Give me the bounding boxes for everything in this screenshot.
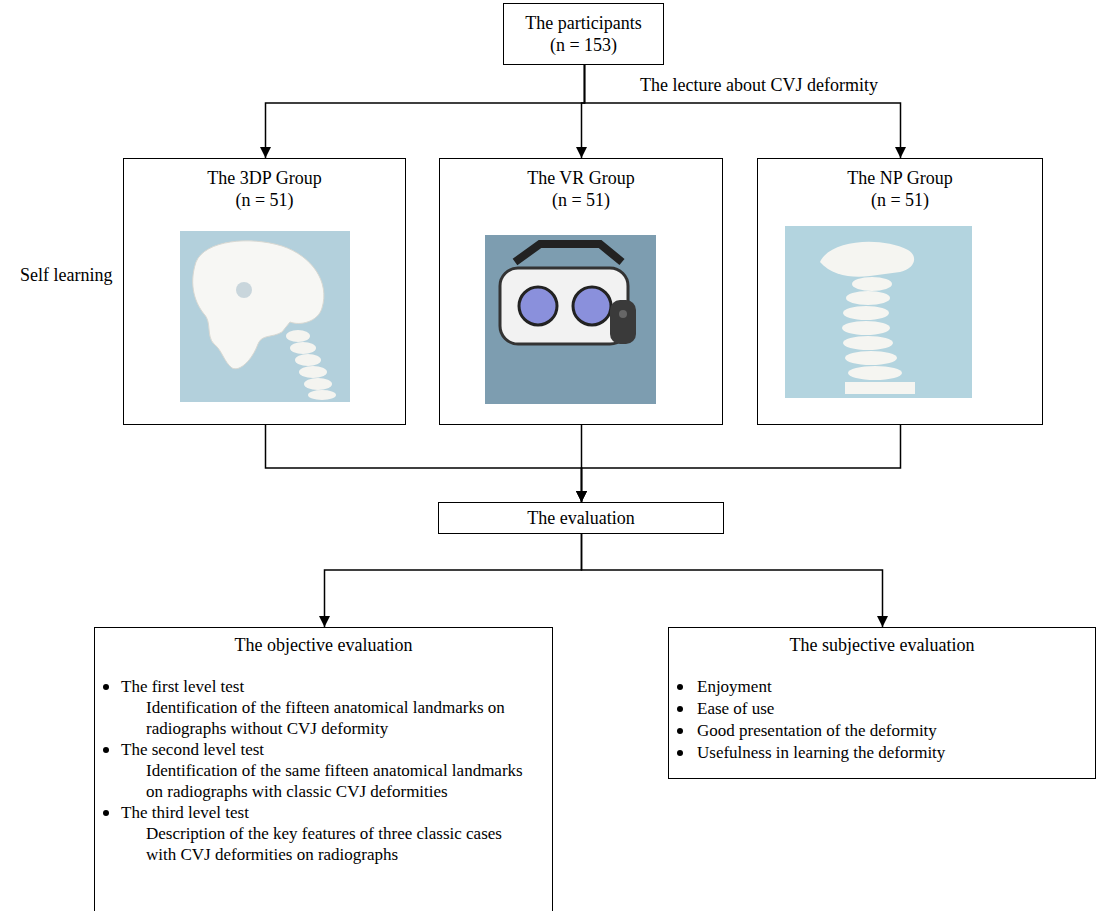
- bullet-dot: [103, 747, 109, 753]
- annotation-label: Self learning: [20, 264, 112, 286]
- box-label: (n = 153): [504, 34, 663, 56]
- flow-arrow: [266, 65, 585, 158]
- bullet-dot: [103, 684, 109, 690]
- list-item: Ease of use: [697, 698, 1095, 720]
- list-item: Enjoyment: [697, 676, 1095, 698]
- bullet-dot: [103, 810, 109, 816]
- box-label: The evaluation: [439, 507, 723, 529]
- box-label: (n = 51): [124, 189, 405, 211]
- box-label: (n = 51): [758, 189, 1042, 211]
- item-description: Description of the key features of three…: [146, 823, 536, 865]
- flow-arrow: [582, 534, 883, 627]
- group-box: The VR Group(n = 51): [439, 158, 723, 425]
- box-label: The NP Group: [758, 167, 1042, 189]
- bullet-dot: [677, 750, 683, 756]
- process-box: The evaluation: [438, 502, 724, 534]
- skull-model-photo: [180, 231, 350, 402]
- annotation-label: The lecture about CVJ deformity: [640, 74, 878, 96]
- flow-arrow: [325, 534, 582, 627]
- flow-arrow: [266, 425, 582, 502]
- box-label: (n = 51): [440, 189, 722, 211]
- bullet-dot: [677, 728, 683, 734]
- item-description: Identification of the same fifteen anato…: [146, 760, 536, 802]
- bullet-dot: [677, 684, 683, 690]
- spine-model-photo: [785, 226, 972, 398]
- list-item: The third level test: [121, 802, 552, 823]
- list-item: Good presentation of the deformity: [697, 720, 1095, 742]
- evaluation-box: The objective evaluationThe first level …: [94, 627, 553, 911]
- flow-arrow: [585, 65, 901, 158]
- box-label: The participants: [504, 12, 663, 34]
- item-description: Identification of the fifteen anatomical…: [146, 697, 536, 739]
- group-box: The NP Group(n = 51): [757, 158, 1043, 425]
- box-label: The VR Group: [440, 167, 722, 189]
- list-item: The first level test: [121, 676, 552, 697]
- bullet-dot: [677, 706, 683, 712]
- box-heading: The subjective evaluation: [669, 634, 1095, 656]
- list-item: Usefulness in learning the deformity: [697, 742, 1095, 764]
- box-heading: The objective evaluation: [95, 634, 552, 656]
- start-box: The participants(n = 153): [503, 3, 664, 65]
- list-item: The second level test: [121, 739, 552, 760]
- evaluation-box: The subjective evaluationEnjoymentEase o…: [668, 627, 1096, 779]
- group-box: The 3DP Group(n = 51): [123, 158, 406, 425]
- box-label: The 3DP Group: [124, 167, 405, 189]
- vr-headset-photo: [485, 235, 656, 404]
- flow-arrow: [582, 425, 901, 502]
